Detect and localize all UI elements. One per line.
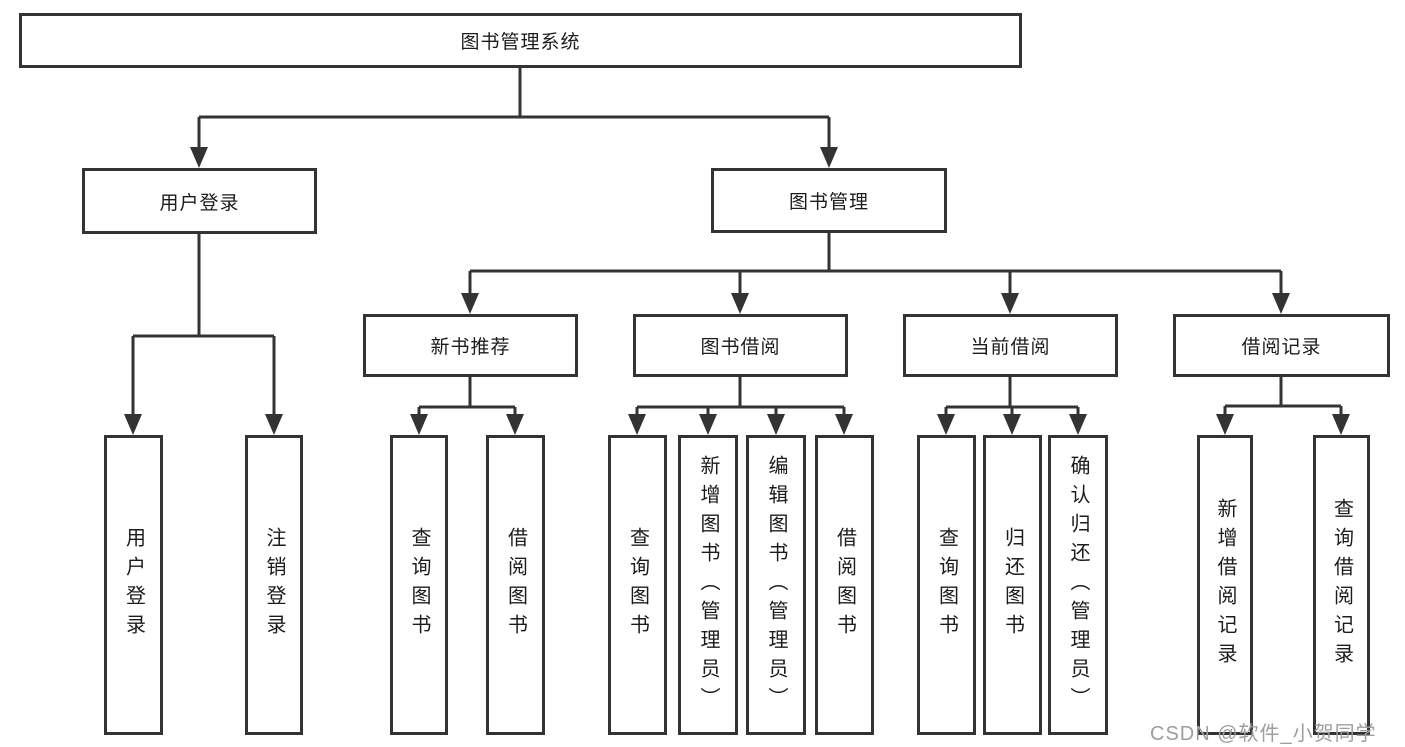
- leaf-label: 编辑图书（管理员）: [765, 454, 787, 716]
- arrowheads: [124, 147, 1350, 435]
- leaf-query-borrow-record: 查询借阅记录: [1313, 435, 1370, 735]
- node-label: 图书管理: [788, 192, 869, 213]
- node-label: 借阅记录: [1241, 337, 1322, 358]
- leaf-label: 查询借阅记录: [1330, 498, 1353, 672]
- leaf-label: 新增图书（管理员）: [697, 454, 719, 716]
- node-book-borrowing: 图书借阅: [633, 314, 848, 377]
- leaf-label: 用户登录: [122, 527, 145, 643]
- leaf-label: 查询图书: [408, 527, 430, 643]
- leaf-add-book-admin: 新增图书（管理员）: [678, 435, 738, 735]
- leaf-label: 确认归还（管理员）: [1067, 454, 1089, 716]
- node-book-management: 图书管理: [711, 168, 947, 233]
- leaf-query-books-1: 查询图书: [390, 435, 448, 735]
- csdn-watermark: CSDN @软件_小贺同学: [1150, 723, 1377, 745]
- leaf-query-books-3: 查询图书: [917, 435, 976, 735]
- node-label: 图书管理系统: [460, 32, 581, 53]
- connector-segments: [131, 68, 1343, 416]
- leaf-borrow-books-2: 借阅图书: [815, 435, 874, 735]
- node-label: 图书借阅: [700, 337, 781, 358]
- leaf-query-books-2: 查询图书: [608, 435, 667, 735]
- leaf-label: 查询图书: [935, 527, 958, 643]
- leaf-label: 注销登录: [263, 527, 285, 643]
- leaf-logout-login: 注销登录: [245, 435, 303, 735]
- node-user-login: 用户登录: [82, 168, 317, 234]
- leaf-label: 查询图书: [626, 527, 649, 643]
- node-label: 新书推荐: [430, 337, 511, 358]
- node-library-management-system: 图书管理系统: [19, 13, 1022, 68]
- leaf-label: 新增借阅记录: [1214, 498, 1236, 672]
- leaf-add-borrow-record: 新增借阅记录: [1197, 435, 1253, 735]
- node-borrowing-records: 借阅记录: [1173, 314, 1390, 377]
- leaf-return-books: 归还图书: [983, 435, 1042, 735]
- node-label: 当前借阅: [970, 337, 1051, 358]
- leaf-user-login: 用户登录: [104, 435, 163, 735]
- leaf-label: 归还图书: [1001, 527, 1024, 643]
- node-new-book-recommendation: 新书推荐: [363, 314, 578, 377]
- leaf-confirm-return-admin: 确认归还（管理员）: [1048, 435, 1108, 735]
- node-label: 用户登录: [159, 192, 240, 214]
- leaf-borrow-books-1: 借阅图书: [486, 435, 545, 735]
- leaf-label: 借阅图书: [504, 527, 527, 643]
- leaf-label: 借阅图书: [833, 527, 856, 643]
- node-current-borrowing: 当前借阅: [903, 314, 1118, 377]
- leaf-edit-book-admin: 编辑图书（管理员）: [746, 435, 806, 735]
